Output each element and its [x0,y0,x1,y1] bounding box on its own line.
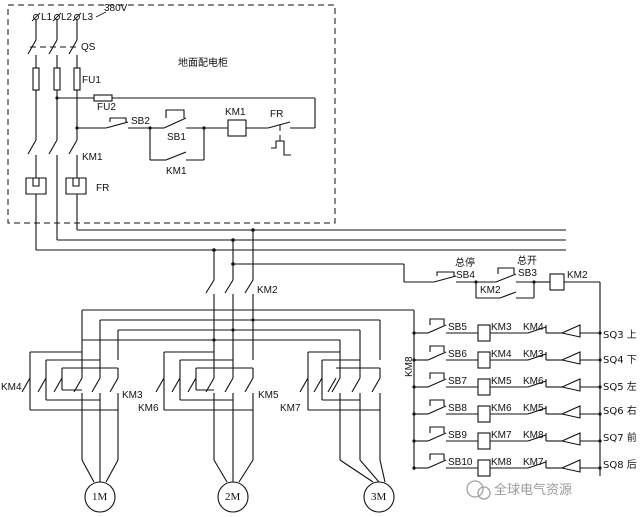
watermark: 全球电气资源 [466,480,572,500]
motor-group-2 [155,320,254,513]
stop-all-label: 总停 [455,256,475,269]
row3-button-label: SB7 [448,376,467,387]
phase-l2-label: L2 [61,12,73,23]
phase-terminals [31,12,82,22]
motor-group-1 [21,310,119,513]
row4-button-label: SB8 [448,403,467,414]
sb1-label: SB1 [167,132,186,143]
watermark-text: 全球电气资源 [494,482,572,498]
row2-button-label: SB6 [448,349,467,360]
km2-main-label: KM2 [257,285,278,296]
cabinet-title: 地面配电柜 [178,56,228,69]
control-row [412,453,602,477]
qs-label: QS [81,42,96,53]
km2-coil-label: KM2 [567,270,588,281]
km2-aux-label: KM2 [480,285,501,296]
phase-l3-label: L3 [82,12,94,23]
fu1-label: FU1 [82,75,101,86]
row6-coil-label: KM8 [491,457,512,468]
start-all-label: 总开 [517,254,537,267]
cabinet-control-circuit [55,94,316,161]
bus-lines [36,228,566,340]
watermark-logo-icon [466,480,484,498]
control-row [412,372,602,396]
row5-limit-label: SQ7 前 [603,431,637,444]
km2-control [433,267,601,476]
sb2-label: SB2 [131,116,150,127]
motor2-label: 2M [225,491,241,503]
control-row [412,399,602,423]
row5-coil-label: KM7 [491,430,512,441]
voltage-label: 380V [104,3,128,14]
row6-limit-label: SQ8 后 [603,459,637,471]
motor1-right-contactor-label: KM3 [122,390,143,401]
control-row [412,426,602,450]
row5-interlock-label: KM8 [523,430,544,441]
motor3-left-contactor-label: KM7 [280,403,301,414]
km1-main-label: KM1 [82,152,103,163]
phase-l1-label: L1 [41,12,53,23]
sb3-label: SB3 [518,268,537,279]
motor3-label: 3M [371,491,387,503]
distribution-bus [82,309,415,470]
km1-aux-label: KM1 [166,166,187,177]
motor3-right-contactor-label: KM8 [404,356,415,377]
fr-contact-label: FR [270,109,283,120]
row1-coil-label: KM3 [491,322,512,333]
control-ladder [412,318,602,477]
motor-group-3 [299,320,395,513]
row4-coil-label: KM6 [491,403,512,414]
row1-button-label: SB5 [448,322,467,333]
row4-limit-label: SQ6 右 [603,404,637,417]
control-row [412,345,602,369]
km1-coil-label: KM1 [225,107,246,118]
fr-relay-label: FR [96,183,109,194]
row3-coil-label: KM5 [491,376,512,387]
sb4-label: SB4 [456,270,475,281]
motor2-right-contactor-label: KM5 [258,390,279,401]
row3-interlock-label: KM6 [523,376,544,387]
voltage-leader [95,11,107,18]
row6-interlock-label: KM7 [523,457,544,468]
motor1-label: 1M [92,491,108,503]
motor2-left-contactor-label: KM6 [138,403,159,414]
row2-coil-label: KM4 [491,349,512,360]
row4-interlock-label: KM5 [523,403,544,414]
control-row [412,318,602,342]
row6-button-label: SB10 [448,457,473,468]
row1-limit-label: SQ3 上 [603,329,637,341]
row5-button-label: SB9 [448,430,467,441]
fu2-label: FU2 [97,102,116,113]
main-phase-wires [25,20,87,250]
cabinet-border [7,4,336,224]
row2-limit-label: SQ4 下 [603,355,637,366]
row2-interlock-label: KM3 [523,349,544,360]
row1-interlock-label: KM4 [523,322,544,333]
row3-limit-label: SQ5 左 [603,380,637,393]
motor1-left-contactor-label: KM4 [1,382,22,393]
